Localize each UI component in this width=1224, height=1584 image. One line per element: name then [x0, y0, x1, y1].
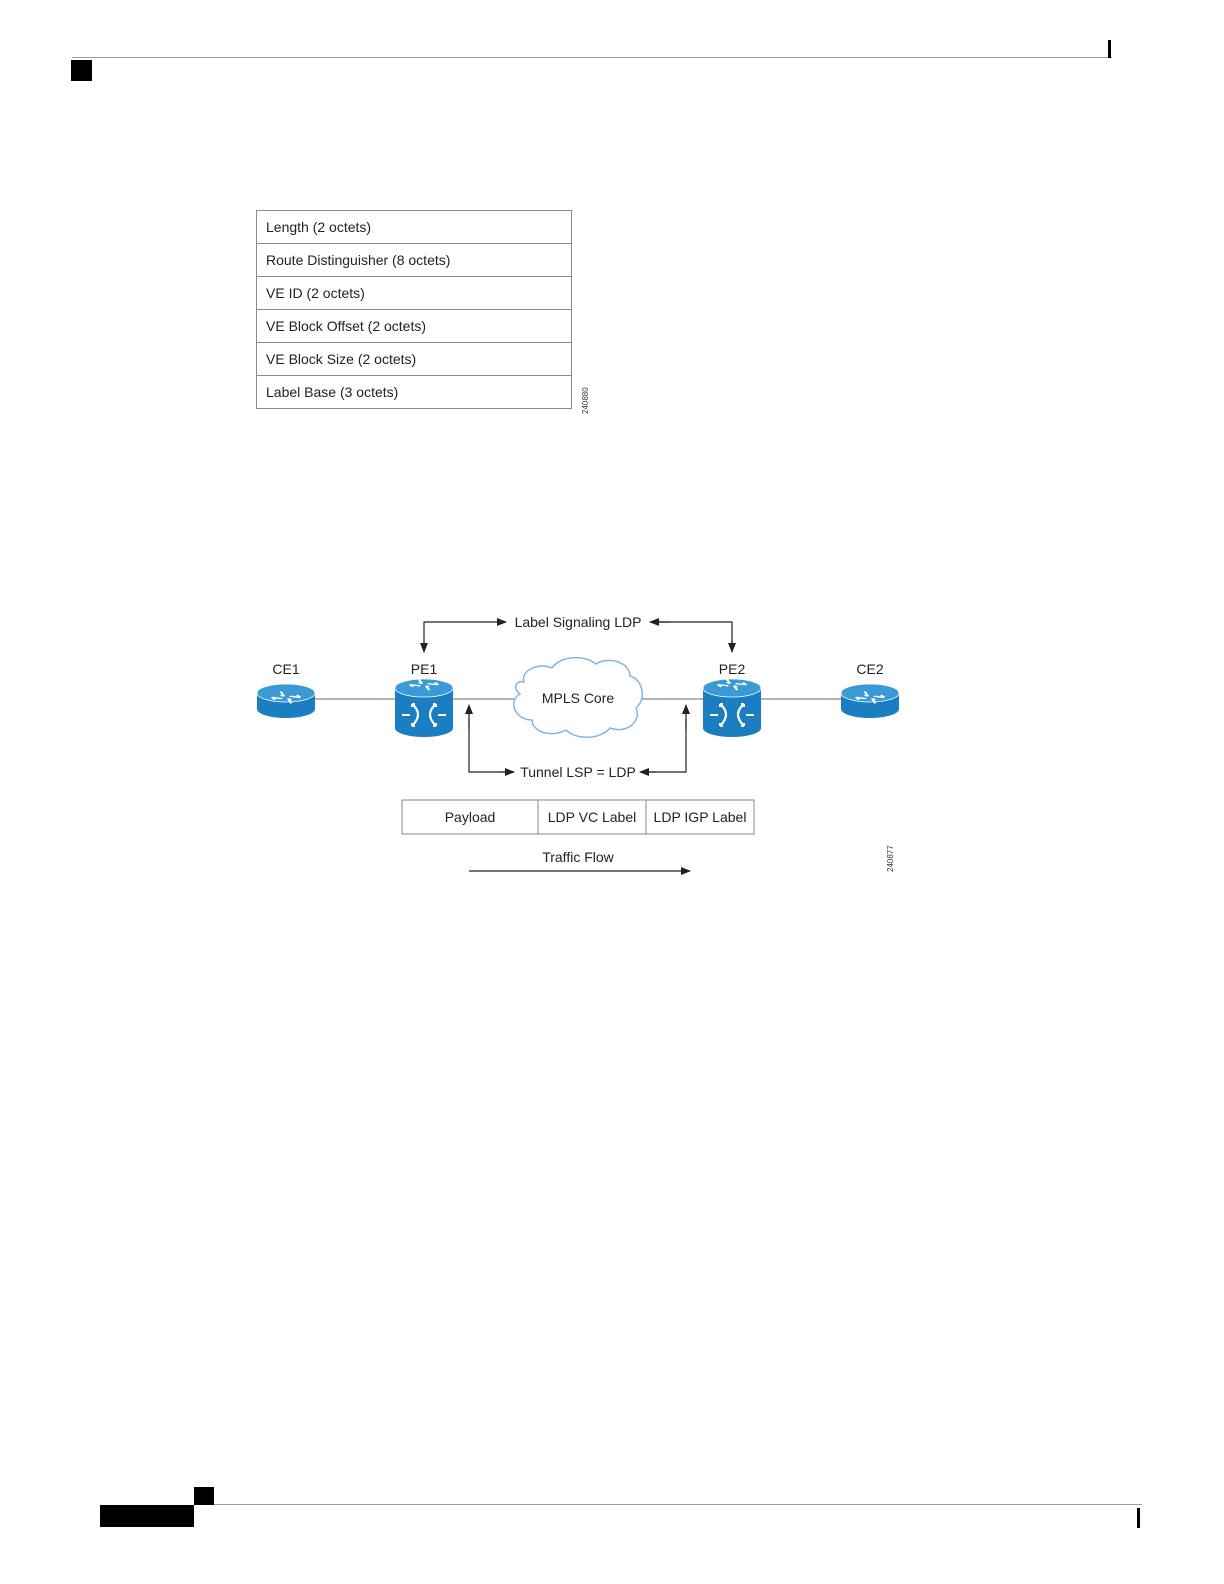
ce2-label: CE2 [856, 661, 883, 677]
ce1-label: CE1 [272, 661, 299, 677]
ce1-router-icon [257, 684, 315, 718]
pe1-label: PE1 [411, 661, 438, 677]
traffic-flow-text: Traffic Flow [542, 849, 614, 865]
tunnel-line-right [640, 718, 686, 772]
tunnel-line-left [469, 718, 514, 772]
signaling-arrow-left [424, 622, 506, 652]
label-signaling-text: Label Signaling LDP [515, 614, 642, 630]
ce2-router-icon [841, 684, 899, 718]
pe1-router-icon [395, 679, 453, 737]
payload-text: Payload [445, 809, 496, 825]
vc-label-text: LDP VC Label [548, 809, 636, 825]
pe2-router-icon [703, 679, 761, 737]
tunnel-lsp-text: Tunnel LSP = LDP [520, 764, 636, 780]
figure-id-diagram: 240877 [886, 845, 895, 872]
signaling-line-right [650, 622, 732, 652]
igp-label-text: LDP IGP Label [654, 809, 747, 825]
mpls-core-label: MPLS Core [542, 690, 615, 706]
pe2-label: PE2 [719, 661, 746, 677]
